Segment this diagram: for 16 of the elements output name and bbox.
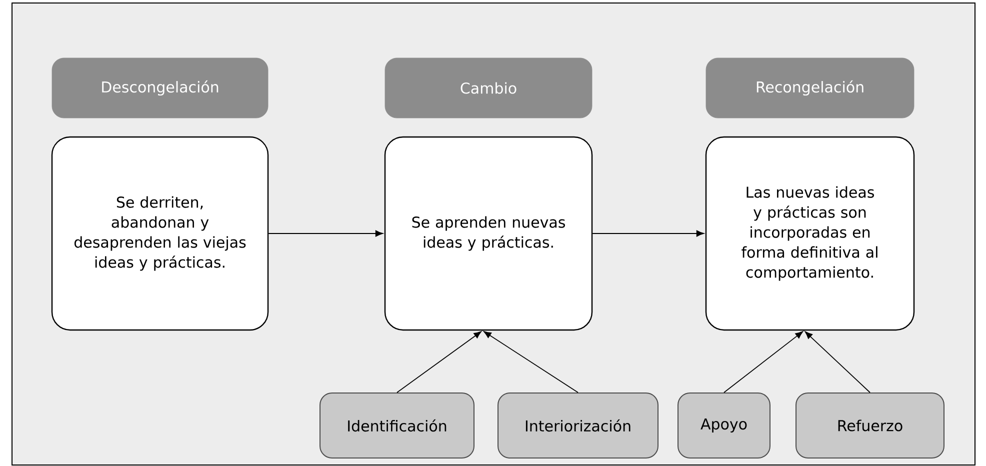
factor-box: Apoyo [678,392,770,458]
header-box: Recongelación [706,58,914,118]
arrow [592,230,704,237]
header-box: Cambio [384,58,592,118]
text-box: Las nuevas ideas y prácticas son incorporadas en forma definitiva al comportamiento. [705,136,915,331]
arrow [724,331,804,393]
arrow [804,331,870,393]
factor-box: Identificación [320,392,474,458]
arrow [484,331,578,393]
factor-box: Interiorización [498,392,658,458]
arrow [268,230,384,237]
arrow [396,331,482,393]
header-box: Descongelación [52,58,268,118]
text-box: Se derriten, abandonan y desaprenden las viejas ideas y prácticas. [51,136,269,331]
text-box: Se aprenden nuevas ideas y prácticas. [384,136,593,331]
factor-box: Refuerzo [796,392,944,458]
